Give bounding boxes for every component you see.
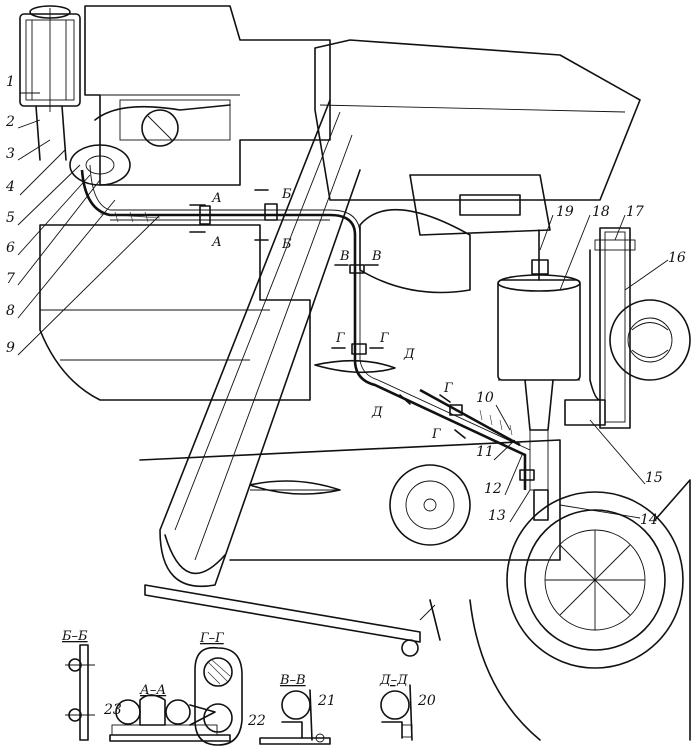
callout-18: 18	[592, 204, 610, 220]
title-vv: В–В	[279, 673, 306, 688]
callout-4: 4	[5, 179, 15, 195]
title-bb: Б–Б	[61, 629, 88, 644]
callout-7: 7	[6, 271, 15, 287]
callout-11: 11	[476, 444, 494, 460]
callout-2: 2	[5, 114, 15, 130]
title-aa: А–А	[139, 683, 166, 698]
callout-12: 12	[484, 481, 502, 497]
grain-hopper	[314, 39, 641, 236]
fan-pulley	[609, 299, 691, 381]
mark-b-top: Б	[281, 187, 292, 202]
section-view-vv	[259, 689, 331, 745]
mark-g-left: Г	[335, 331, 345, 346]
pipe-clamps	[199, 203, 535, 481]
vertical-cylinder	[564, 227, 636, 429]
section-view-bb	[65, 644, 95, 741]
bottom-rail	[144, 584, 441, 657]
mark-v-left: В	[339, 249, 350, 264]
mark-g-right: Г	[379, 331, 389, 346]
leader-lines	[17, 92, 669, 523]
section-titles: Б–Б А–А Г–Г В–В Д–Д	[61, 629, 408, 698]
engine-housing	[69, 5, 331, 186]
callout-1: 1	[6, 74, 15, 90]
callout-10: 10	[476, 390, 494, 406]
section-view-dd	[380, 684, 413, 741]
fuel-pipeline	[80, 164, 531, 490]
filter-tank	[497, 229, 581, 521]
callout-16: 16	[668, 250, 686, 266]
title-dd: Д–Д	[379, 673, 408, 688]
callout-21: 21	[317, 693, 336, 709]
callout-19: 19	[556, 204, 574, 220]
mark-d-bottom: Д	[371, 405, 383, 420]
center-wheel	[389, 464, 471, 546]
mark-a-top: А	[211, 191, 222, 206]
callout-labels: 1 2 3 4 5 6 7 8 9 10 11 12 13 14 15 16 1…	[5, 74, 686, 729]
mark-a-bottom: А	[211, 235, 222, 250]
callout-15: 15	[645, 470, 663, 486]
callout-20: 20	[417, 693, 436, 709]
section-view-gg	[194, 646, 243, 746]
callout-5: 5	[6, 210, 15, 226]
title-gg: Г–Г	[199, 631, 224, 646]
callout-14: 14	[640, 512, 658, 528]
callout-22: 22	[247, 713, 266, 729]
section-view-aa	[109, 694, 231, 742]
callout-8: 8	[6, 303, 15, 319]
mark-g-lower: Г	[431, 427, 441, 442]
mark-d-top: Д	[403, 347, 415, 362]
mark-v-right: В	[371, 249, 382, 264]
callout-23: 23	[103, 702, 122, 718]
callout-17: 17	[626, 204, 644, 220]
section-marks	[189, 189, 466, 439]
auger-tube	[159, 99, 361, 587]
callout-13: 13	[488, 508, 506, 524]
mark-g-upper: Г	[443, 381, 453, 396]
air-filter-assembly	[19, 5, 81, 161]
lower-body	[39, 208, 561, 561]
callout-3: 3	[6, 146, 15, 162]
mark-b-bottom: Б	[281, 237, 292, 252]
section-letters: А А Б Б В В Г Г Д Д Г Г	[211, 187, 453, 442]
callout-6: 6	[6, 240, 15, 256]
callout-9: 9	[6, 340, 15, 356]
rear-wheel	[469, 479, 691, 741]
